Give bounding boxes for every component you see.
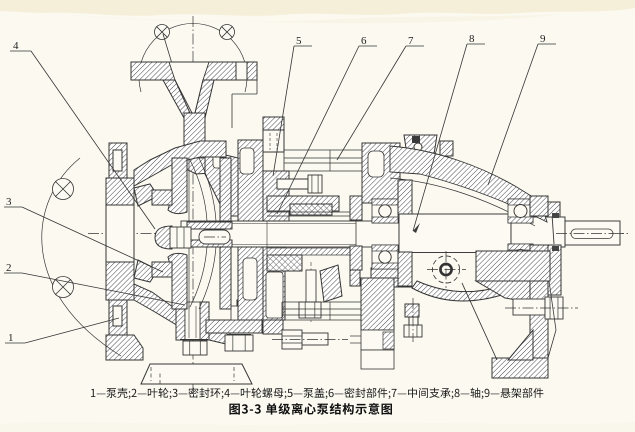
svg-text:8: 8 [469, 33, 475, 45]
svg-text:7: 7 [408, 35, 414, 47]
svg-text:2: 2 [6, 262, 12, 274]
svg-text:9: 9 [540, 33, 546, 45]
svg-text:5: 5 [296, 35, 302, 47]
svg-text:3: 3 [6, 196, 12, 208]
svg-text:6: 6 [361, 35, 367, 47]
svg-text:4: 4 [13, 40, 19, 52]
svg-text:1: 1 [8, 332, 14, 344]
